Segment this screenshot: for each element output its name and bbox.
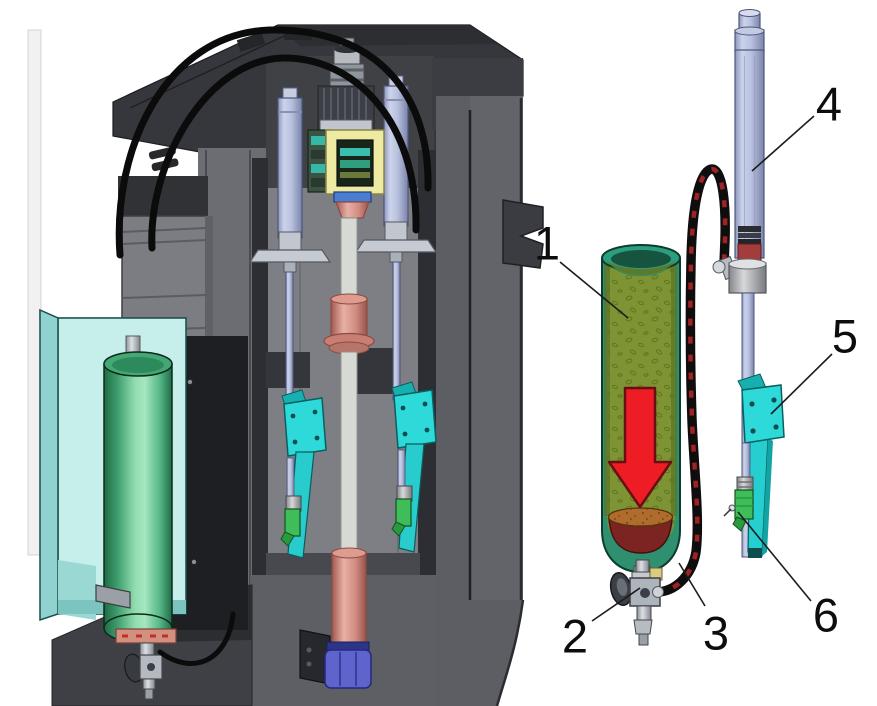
callout-6: 6 [812,588,840,642]
callout-2: 2 [561,609,589,663]
machine-left-edge [27,29,42,556]
machine-valve [124,642,163,700]
detail-view [601,9,785,646]
side-bracket [502,199,544,269]
callout-3: 3 [702,606,730,660]
base-clamp [324,649,372,689]
yellow-sensor-box [307,129,385,195]
detail-mounting-plate [737,373,785,558]
detail-shutoff-valve [609,559,664,646]
leader-line-6 [737,511,812,602]
nozzle-assembly-left [280,389,327,559]
center-rod [299,217,375,689]
power-cables [115,26,432,259]
machine-right-column [432,58,544,706]
detail-dosing-cylinder [712,9,767,558]
detail-dispensing-nozzle [723,442,754,532]
bracket-block-right [352,348,398,394]
leader-line-5 [770,353,833,415]
leader-line-1 [559,261,629,319]
guide-cylinder-left [248,87,332,409]
nozzle-assembly-right [391,381,437,553]
leader-line-3 [678,562,706,607]
machine-feed-tank [95,335,236,700]
machine-assembly [27,24,544,706]
machine-hose [157,611,236,666]
storage-box [118,176,213,341]
callout-4: 4 [815,77,843,131]
down-arrow [607,386,673,509]
detail-feed-container [601,244,681,581]
detail-feed-hose [651,164,730,597]
leader-line-4 [751,115,815,172]
leader-line-2 [591,587,641,622]
callout-1: 1 [533,216,561,270]
material-bowl [608,516,673,554]
callout-5: 5 [831,309,859,363]
callout-leader-lines [559,115,833,622]
